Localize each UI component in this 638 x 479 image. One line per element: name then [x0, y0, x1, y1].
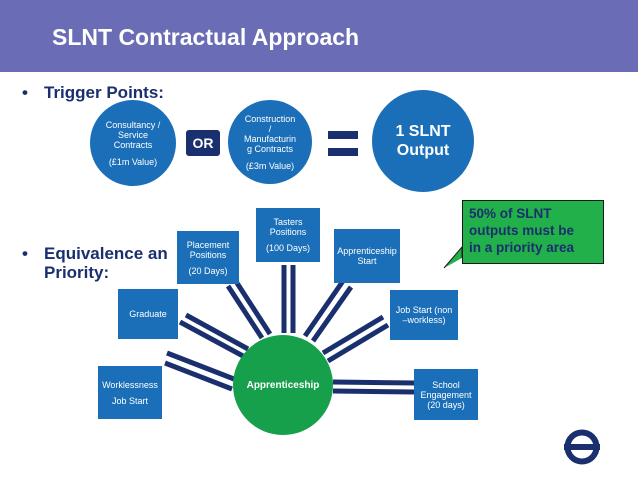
node-placement-line2: Positions [189, 249, 227, 260]
link-placement [225, 284, 265, 340]
bullet-marker: • [22, 83, 28, 102]
page-title: SLNT Contractual Approach [52, 24, 360, 50]
node-graduate: Graduate [118, 289, 178, 339]
output-line1: 1 SLNT [395, 123, 451, 140]
construction-line4: g Contracts [246, 143, 294, 154]
equals-bar-top [328, 131, 358, 139]
node-worklessness: Worklessness Job Start [98, 366, 162, 419]
equals-bar-bottom [328, 148, 358, 156]
node-graduate-line1: Graduate [129, 309, 167, 319]
node-tasters-line2: Positions [269, 227, 307, 237]
callout-line3: in a priority area [469, 240, 575, 255]
bullet-marker: • [22, 244, 28, 263]
slnt-output-circle: 1 SLNT Output [372, 90, 474, 192]
node-job-start-line1: Job Start (non [395, 305, 453, 315]
node-school-line2: Engagement [420, 389, 472, 400]
link-graduate [178, 319, 245, 359]
output-line2: Output [396, 142, 450, 159]
node-placement-line1: Placement [186, 239, 230, 250]
node-apprenticeship-start-line2: Start [357, 256, 377, 266]
node-tasters: Tasters Positions (100 Days) [256, 208, 320, 262]
priority-callout: 50% of SLNT outputs must be in a priorit… [462, 200, 604, 264]
construction-line3: Manufacturin [243, 133, 297, 144]
bullet-text-line1: Equivalence an [44, 244, 168, 263]
construction-circle: Construction / Manufacturin g Contracts … [228, 100, 312, 184]
callout-line1: 50% of SLNT [469, 206, 552, 221]
bullet-equivalence: • Equivalence an Priority: [22, 244, 222, 284]
node-worklessness-line2: Job Start [111, 395, 149, 406]
node-placement: Placement Positions (20 Days) [177, 231, 239, 284]
node-tasters-value: (100 Days) [265, 243, 310, 253]
consultancy-line2: Service [117, 129, 148, 140]
link-job-start [321, 314, 385, 356]
node-tasters-line1: Tasters [273, 217, 303, 227]
node-job-start: Job Start (non –workless) [390, 290, 458, 340]
node-worklessness-line1: Worklessness [102, 379, 158, 390]
construction-line2: / [268, 123, 272, 134]
header-banner: SLNT Contractual Approach [0, 0, 638, 72]
construction-line1: Construction [244, 113, 296, 124]
consultancy-line3: Contracts [113, 139, 153, 150]
roundel-icon [564, 429, 600, 465]
node-apprenticeship-start: Apprenticeship Start [334, 229, 400, 283]
node-job-start-line2: –workless) [402, 315, 446, 325]
or-label: OR [186, 130, 220, 156]
construction-value: (£3m Value) [245, 160, 295, 171]
callout-pointer [443, 245, 463, 269]
bullet-text-line2: Priority: [44, 263, 110, 282]
bullet-trigger-points: • Trigger Points: [22, 83, 222, 103]
consultancy-line1: Consultancy / [105, 119, 161, 130]
consultancy-value: (£1m Value) [108, 156, 158, 167]
node-placement-value: (20 Days) [188, 265, 228, 276]
consultancy-circle: Consultancy / Service Contracts (£1m Val… [90, 100, 176, 186]
node-school-line1: School [432, 379, 460, 390]
link-apprenticeship-start [302, 279, 346, 338]
link-school [332, 379, 417, 386]
node-school-engagement: School Engagement (20 days) [414, 369, 478, 420]
hub-apprenticeship: Apprenticeship [233, 335, 333, 435]
callout-line2: outputs must be [469, 223, 574, 238]
link-worklessness [164, 360, 233, 392]
bullet-text: Trigger Points: [44, 83, 164, 102]
node-school-line3: (20 days) [427, 399, 465, 410]
node-apprenticeship-start-line1: Apprenticeship [337, 246, 397, 256]
